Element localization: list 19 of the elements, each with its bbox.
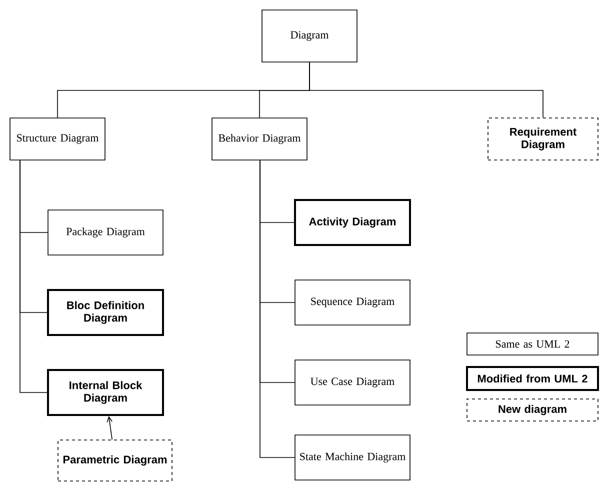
modified-diagram-box: Activity Diagram — [294, 199, 411, 246]
legend-entry: Same as UML 2 — [466, 332, 598, 356]
new-diagram-box: Parametric Diagram — [58, 440, 172, 482]
legend-entry: Modified from UML 2 — [466, 366, 599, 391]
diagram-box: Behavior Diagram — [212, 118, 308, 160]
connector — [106, 416, 112, 440]
modified-diagram-box: Bloc Definition Diagram — [47, 289, 164, 336]
connector — [260, 160, 295, 458]
diagram-box: Structure Diagram — [10, 118, 106, 160]
new-diagram-box: Requirement Diagram — [488, 118, 598, 160]
connector — [20, 160, 48, 393]
diagram-box: State Machine Diagram — [294, 434, 410, 480]
legend-entry: New diagram — [466, 398, 598, 422]
diagram-box: Package Diagram — [48, 210, 164, 256]
diagram-box: Sequence Diagram — [294, 280, 410, 326]
diagram-box: Diagram — [262, 10, 358, 62]
diagram-box: Use Case Diagram — [294, 360, 410, 406]
connector — [309, 62, 544, 118]
modified-diagram-box: Internal Block Diagram — [47, 369, 164, 416]
